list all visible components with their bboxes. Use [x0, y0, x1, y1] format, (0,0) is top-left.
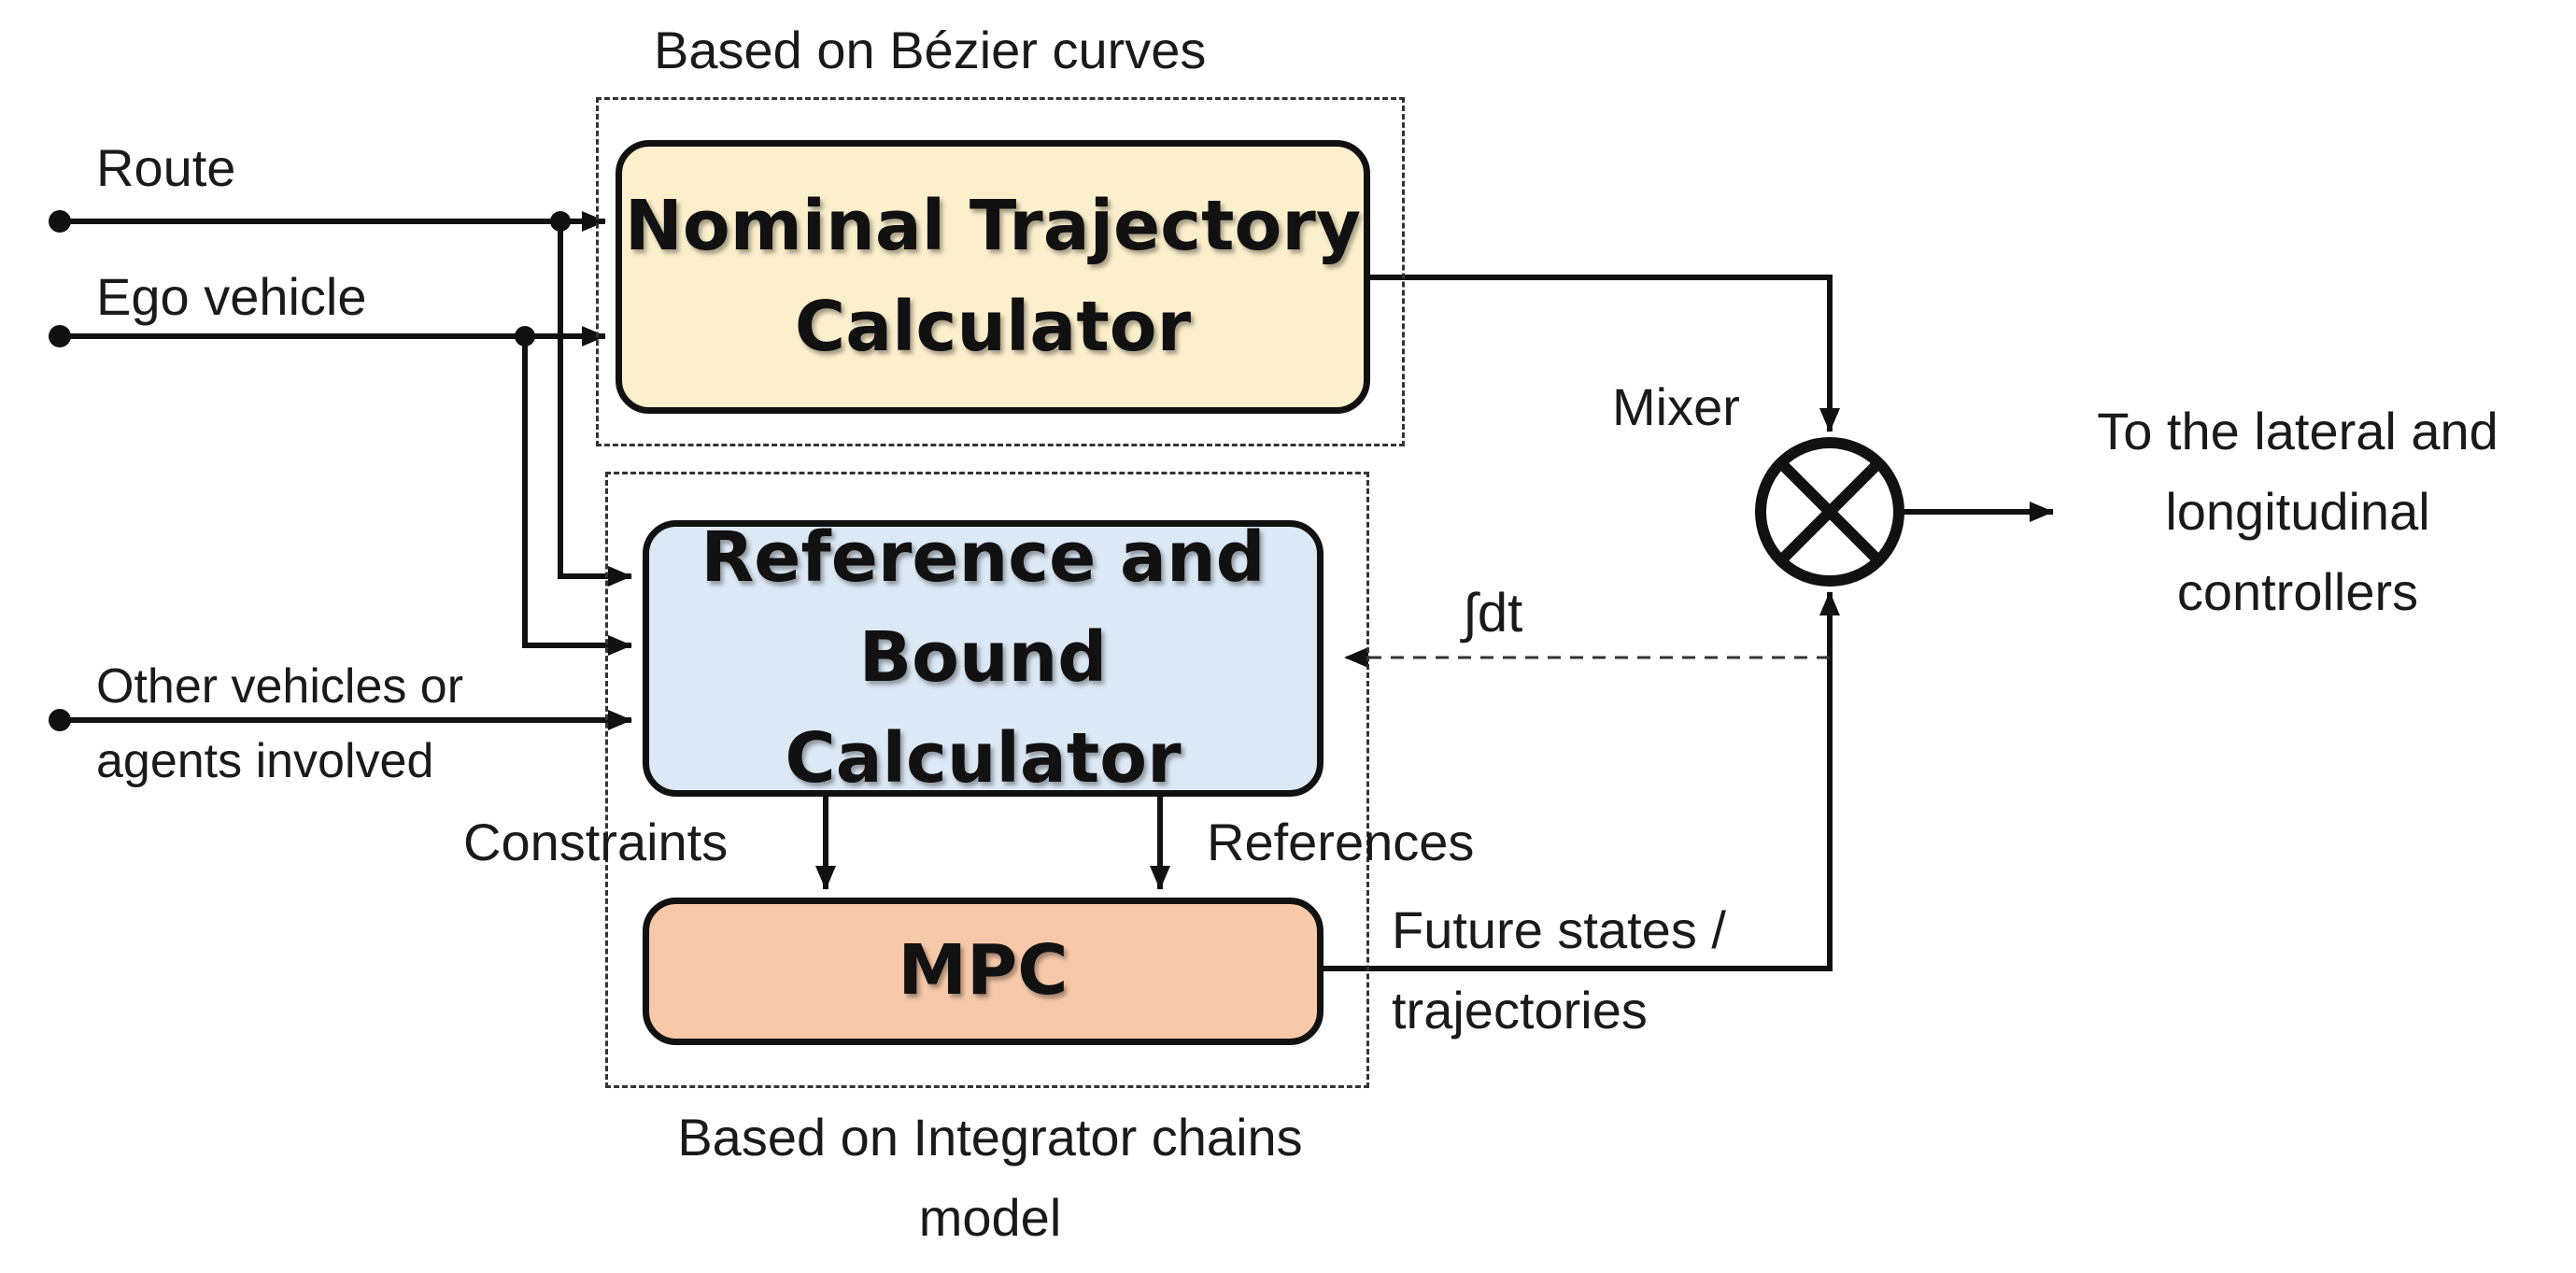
ego-junction	[515, 326, 535, 347]
integral-label: ∫dt	[1463, 583, 1523, 644]
output-line3: controllers	[2176, 562, 2419, 622]
other-vehicles-line2: agents involved	[96, 734, 434, 789]
reference-line1: Reference and	[701, 517, 1266, 599]
route-terminal	[49, 210, 71, 233]
future-line2: trajectories	[1392, 981, 1648, 1040]
mpc-label: MPC	[898, 930, 1069, 1011]
references-label: References	[1207, 813, 1475, 871]
nominal-line2: Calculator	[794, 286, 1192, 367]
route-junction	[550, 211, 571, 232]
future-states-label: Future states / trajectories	[1392, 890, 1726, 1051]
ego-branch-line	[522, 336, 632, 656]
route-label: Route	[96, 138, 236, 197]
other-vehicles-terminal	[49, 709, 71, 731]
constraints-label: Constraints	[463, 813, 729, 871]
reference-line2: Bound Calculator	[785, 617, 1182, 799]
integrator-group-frame	[605, 472, 1369, 1088]
integrator-group-label: Based on Integrator chains model	[523, 1097, 1457, 1258]
other-vehicles-line1: Other vehicles or	[96, 659, 464, 714]
output-label: To the lateral and longitudinal controll…	[2036, 391, 2559, 633]
mixer-label: Mixer	[1612, 377, 1740, 436]
future-line1: Future states /	[1392, 900, 1726, 959]
mpc-block: MPC	[643, 898, 1323, 1045]
input-terminals	[49, 210, 571, 731]
bezier-group-label: Based on Bézier curves	[654, 21, 1207, 79]
output-line1: To the lateral and	[2097, 402, 2498, 460]
integrator-line2: model	[918, 1188, 1062, 1248]
output-line2: longitudinal	[2165, 482, 2430, 542]
nominal-to-mixer-line	[1370, 275, 1840, 432]
other-vehicles-label: Other vehicles or agents involved	[96, 649, 463, 799]
integrator-line1: Based on Integrator chains	[677, 1108, 1303, 1167]
ego-vehicle-label: Ego vehicle	[96, 267, 367, 326]
mpc-to-mixer-line	[1323, 591, 1840, 971]
bezier-group-frame	[596, 97, 1405, 446]
ego-terminal	[49, 325, 71, 347]
input-lines	[60, 211, 2054, 971]
nominal-line1: Nominal Trajectory	[624, 186, 1362, 267]
mixer-symbol	[1755, 437, 1904, 587]
